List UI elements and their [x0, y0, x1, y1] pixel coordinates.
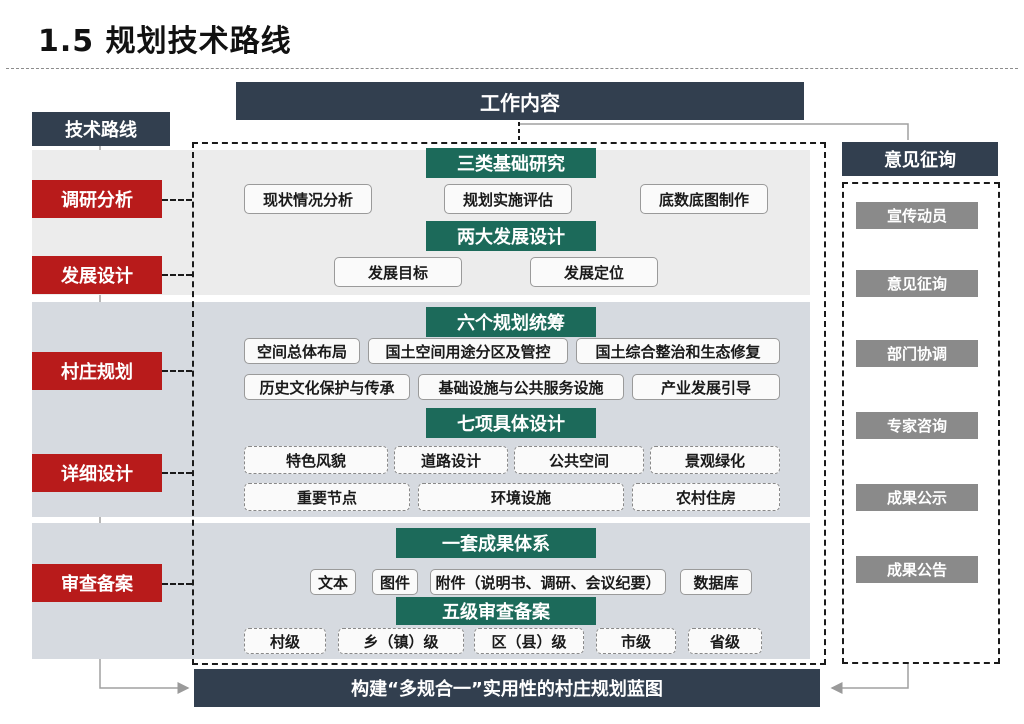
- item-status-analysis: 现状情况分析: [244, 184, 372, 214]
- group-title-three-basic: 三类基础研究: [426, 148, 596, 178]
- item-industry: 产业发展引导: [632, 374, 780, 400]
- route-step-development: 发展设计: [32, 256, 162, 294]
- item-landscape: 景观绿化: [650, 446, 780, 474]
- opinion-header: 意见征询: [842, 142, 998, 176]
- item-city-level: 市级: [596, 628, 676, 654]
- item-province-level: 省级: [688, 628, 762, 654]
- item-infrastructure: 基础设施与公共服务设施: [418, 374, 624, 400]
- item-character: 特色风貌: [244, 446, 388, 474]
- item-district-level: 区（县）级: [474, 628, 584, 654]
- group-title-one-result: 一套成果体系: [396, 528, 596, 558]
- footer-banner: 构建“多规合一”实用性的村庄规划蓝图: [194, 669, 820, 707]
- route-step-village-plan: 村庄规划: [32, 352, 162, 390]
- item-text: 文本: [310, 569, 356, 595]
- item-database: 数据库: [680, 569, 752, 595]
- opinion-item-publicity: 宣传动员: [856, 202, 978, 229]
- group-title-two-dev: 两大发展设计: [426, 221, 596, 251]
- route-step-detail-design: 详细设计: [32, 454, 162, 492]
- work-content-header: 工作内容: [236, 82, 804, 120]
- route-connector: [162, 199, 192, 201]
- item-dev-goal: 发展目标: [334, 257, 462, 287]
- opinion-item-expert: 专家咨询: [856, 412, 978, 439]
- item-key-nodes: 重要节点: [244, 483, 410, 511]
- title-divider: [6, 68, 1018, 69]
- page-title: 1.5 规划技术路线: [38, 24, 292, 59]
- item-land-use-zoning: 国土空间用途分区及管控: [368, 338, 568, 364]
- item-env-facilities: 环境设施: [418, 483, 624, 511]
- opinion-item-coordination: 部门协调: [856, 340, 978, 367]
- item-village-level: 村级: [244, 628, 326, 654]
- route-connector: [162, 274, 192, 276]
- item-plan-evaluation: 规划实施评估: [444, 184, 572, 214]
- opinion-item-consultation: 意见征询: [856, 270, 978, 297]
- item-drawings: 图件: [372, 569, 418, 595]
- route-connector: [162, 472, 192, 474]
- item-land-remediation: 国土综合整治和生态修复: [576, 338, 780, 364]
- item-base-map: 底数底图制作: [640, 184, 768, 214]
- item-rural-housing: 农村住房: [632, 483, 780, 511]
- work-content-frame: [192, 142, 826, 665]
- tech-route-header: 技术路线: [32, 112, 170, 146]
- item-appendix: 附件（说明书、调研、会议纪要）: [430, 569, 666, 595]
- route-step-review: 审查备案: [32, 564, 162, 602]
- opinion-item-publication: 成果公示: [856, 484, 978, 511]
- right-flow-arrow: [830, 664, 909, 694]
- route-connector: [162, 583, 192, 585]
- item-public-space: 公共空间: [514, 446, 644, 474]
- group-title-six-plan: 六个规划统筹: [426, 307, 596, 337]
- item-dev-position: 发展定位: [530, 257, 658, 287]
- item-heritage: 历史文化保护与传承: [244, 374, 410, 400]
- item-town-level: 乡（镇）级: [338, 628, 464, 654]
- route-step-research: 调研分析: [32, 180, 162, 218]
- top-right-connector: [518, 122, 909, 140]
- opinion-item-announcement: 成果公告: [856, 556, 978, 583]
- opinion-frame: [842, 182, 1000, 664]
- group-title-five-review: 五级审查备案: [396, 597, 596, 625]
- group-title-seven-design: 七项具体设计: [426, 408, 596, 438]
- item-spatial-layout: 空间总体布局: [244, 338, 360, 364]
- item-road: 道路设计: [394, 446, 508, 474]
- route-connector: [162, 370, 192, 372]
